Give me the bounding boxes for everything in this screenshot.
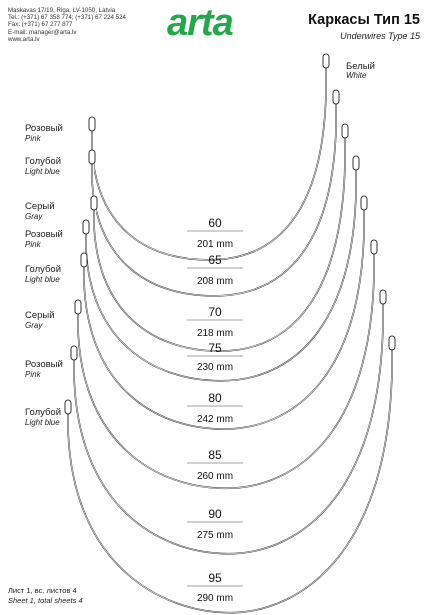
wire-color-en: Light blue xyxy=(25,275,60,284)
wire-color-en: Pink xyxy=(25,134,42,143)
wire-tip-right xyxy=(379,289,387,305)
white-label-ru: Белый xyxy=(346,61,375,72)
wire-tip-right xyxy=(370,239,378,255)
wire-size: 90 xyxy=(208,507,222,521)
sheet-footer: Лист 1, вс. листов 4 Sheet 1, total shee… xyxy=(8,586,83,606)
wire-tip-left xyxy=(90,195,98,211)
wire-size: 85 xyxy=(208,448,222,462)
wire-size: 75 xyxy=(208,341,222,355)
wire-color-ru: Розовый xyxy=(25,359,63,370)
wire-length: 230 mm xyxy=(197,362,233,373)
company-web: www.arta.lv xyxy=(8,35,40,43)
white-label-en: White xyxy=(346,71,367,80)
wire-tip-left xyxy=(88,149,96,165)
wire-tip-left xyxy=(74,299,82,315)
company-address: Maskavas 17/19, Riga, LV-1050, Latvia xyxy=(8,7,116,14)
wire-tip-right xyxy=(332,89,340,105)
wire-color-ru: Серый xyxy=(25,310,55,321)
company-contact: Maskavas 17/19, Riga, LV-1050, Latvia Te… xyxy=(8,7,126,43)
company-email: E-mail: manager@arta.lv xyxy=(8,28,77,36)
wire-length: 242 mm xyxy=(197,414,233,425)
wire-color-en: Pink xyxy=(25,370,42,379)
wire-tip-left xyxy=(70,345,78,361)
wire-color-ru: Голубой xyxy=(25,156,61,167)
company-tel: Tel.: (+371) 67 358 774; (+371) 67 224 5… xyxy=(8,14,126,22)
wire-size: 65 xyxy=(208,253,222,267)
wire-tip-left xyxy=(80,252,88,268)
wire-length: 201 mm xyxy=(197,239,233,250)
wire-color-en: Pink xyxy=(25,240,42,249)
wire-color-ru: Розовый xyxy=(25,229,63,240)
wire-color-en: Light blue xyxy=(25,418,60,427)
wire-color-en: Gray xyxy=(25,321,43,330)
wire-length: 290 mm xyxy=(197,593,233,604)
page-title-ru: Каркасы Тип 15 xyxy=(308,12,420,28)
wire-tip-left xyxy=(82,219,90,235)
wire-color-ru: Розовый xyxy=(25,123,63,134)
wire-tip-right xyxy=(360,195,368,211)
wire-tip-left xyxy=(64,399,72,415)
wire-highlight xyxy=(91,63,327,261)
wire-size: 70 xyxy=(208,305,222,319)
wire-size: 80 xyxy=(208,391,222,405)
wire-color-ru: Голубой xyxy=(25,407,61,418)
wire-tip-right xyxy=(352,155,360,171)
company-fax: Fax: (+371) 67 277 877 xyxy=(8,21,73,29)
footer-ru: Лист 1, вс. листов 4 xyxy=(8,586,77,595)
wire-highlight xyxy=(67,345,393,613)
arta-logo: arta xyxy=(167,2,234,44)
wire-tip-left xyxy=(88,116,96,132)
wire-highlight xyxy=(73,299,384,555)
page-title-en: Underwires Type 15 xyxy=(340,31,420,41)
wire-color-en: Light blue xyxy=(25,167,60,176)
wire-size: 95 xyxy=(208,571,222,585)
footer-en: Sheet 1, total sheets 4 xyxy=(8,596,83,605)
wire-highlight xyxy=(93,133,346,352)
wire-length: 260 mm xyxy=(197,471,233,482)
wire-outline-0 xyxy=(89,63,329,262)
wire-size: 60 xyxy=(208,216,222,230)
wire-tip-right xyxy=(341,123,349,139)
wire-length: 218 mm xyxy=(197,328,233,339)
wire-highlight xyxy=(77,249,375,489)
wire-color-en: Gray xyxy=(25,212,43,221)
wire-tip-right xyxy=(388,335,396,351)
wire-length: 275 mm xyxy=(197,530,233,541)
wire-color-ru: Серый xyxy=(25,201,55,212)
wire-length: 208 mm xyxy=(197,276,233,287)
wire-tip-right xyxy=(322,53,330,69)
wire-color-ru: Голубой xyxy=(25,264,61,275)
wire-highlight xyxy=(91,99,337,297)
